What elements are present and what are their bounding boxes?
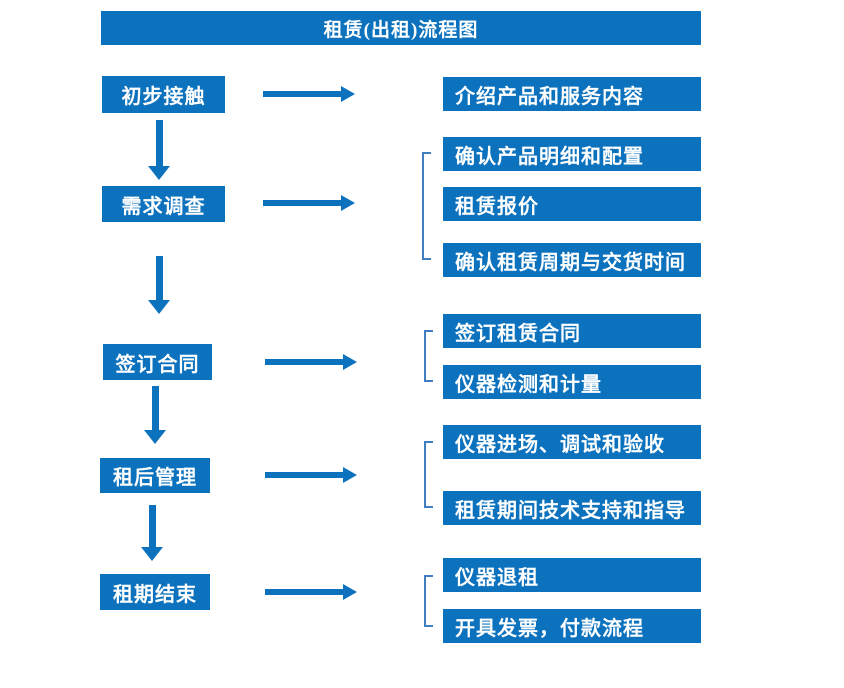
arrow-head	[343, 584, 357, 600]
right-arrow-icon	[263, 195, 355, 211]
detail-box-instrument-return: 仪器退租	[443, 558, 701, 592]
arrow-shaft	[148, 505, 156, 547]
arrow-shaft	[263, 200, 342, 206]
arrow-shaft	[265, 472, 344, 478]
detail-box-confirm-product-details: 确认产品明细和配置	[443, 137, 701, 171]
step-box-sign-contract: 签订合同	[103, 344, 212, 380]
group-bracket	[424, 330, 433, 382]
group-bracket	[424, 441, 433, 508]
down-arrow-icon	[148, 256, 170, 314]
flowchart-title: 租赁(出租)流程图	[101, 11, 701, 45]
step-box-initial-contact: 初步接触	[102, 76, 225, 113]
arrow-shaft	[265, 589, 344, 595]
arrow-head	[144, 430, 166, 444]
detail-box-rental-quotation: 租赁报价	[443, 187, 701, 221]
detail-box-instrument-inspection-measurement: 仪器检测和计量	[443, 365, 701, 399]
down-arrow-icon	[141, 505, 163, 561]
arrow-head	[343, 467, 357, 483]
arrow-head	[343, 354, 357, 370]
arrow-shaft	[155, 256, 163, 300]
arrow-shaft	[265, 359, 344, 365]
group-bracket	[424, 575, 433, 627]
down-arrow-icon	[148, 120, 170, 180]
arrow-shaft	[263, 91, 342, 97]
arrow-head	[148, 300, 170, 314]
down-arrow-icon	[144, 386, 166, 444]
right-arrow-icon	[265, 467, 357, 483]
arrow-head	[341, 195, 355, 211]
detail-box-technical-support-guidance: 租赁期间技术支持和指导	[443, 491, 701, 525]
step-box-demand-survey: 需求调查	[102, 186, 225, 222]
detail-box-sign-rental-contract: 签订租赁合同	[443, 314, 701, 348]
step-box-rental-end: 租期结束	[100, 574, 210, 610]
group-bracket	[422, 152, 431, 260]
arrow-shaft	[155, 120, 163, 166]
arrow-head	[341, 86, 355, 102]
detail-box-confirm-rental-period-delivery: 确认租赁周期与交货时间	[443, 243, 701, 277]
detail-box-instrument-entry-commission-acceptance: 仪器进场、调试和验收	[443, 425, 701, 459]
arrow-head	[148, 166, 170, 180]
arrow-head	[141, 547, 163, 561]
step-box-post-rental-management: 租后管理	[100, 458, 210, 493]
right-arrow-icon	[265, 354, 357, 370]
detail-box-introduce-products-services: 介绍产品和服务内容	[443, 77, 701, 111]
right-arrow-icon	[265, 584, 357, 600]
arrow-shaft	[151, 386, 159, 430]
detail-box-invoice-payment-process: 开具发票，付款流程	[443, 609, 701, 643]
right-arrow-icon	[263, 86, 355, 102]
